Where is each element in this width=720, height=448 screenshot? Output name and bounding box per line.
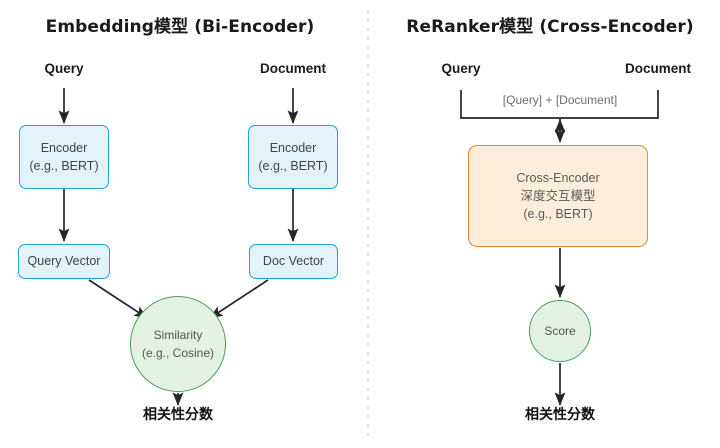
query-vector-box[interactable]: Query Vector [18,244,110,279]
score-node[interactable]: Score [529,300,591,362]
similarity-node[interactable]: Similarity (e.g., Cosine) [130,296,226,392]
left-panel-title: Embedding模型 (Bi-Encoder) [45,17,315,37]
similarity-line1: Similarity [153,328,203,342]
right-panel-title: ReRanker模型 (Cross-Encoder) [406,17,694,37]
join-bracket [460,90,659,119]
left-input-query-label: Query [44,61,84,76]
arrow-query-vector-to-similarity [88,279,148,319]
query-encoder-line1: Encoder [40,140,88,155]
document-encoder-line1: Encoder [269,140,317,155]
similarity-line2: (e.g., Cosine) [141,346,215,360]
cross-encoder-line3: (e.g., BERT) [523,207,593,222]
score-label: Score [544,324,576,338]
right-output-label: 相关性分数 [525,407,595,423]
query-vector-label: Query Vector [27,254,101,269]
query-encoder-line2: (e.g., BERT) [29,159,99,173]
document-encoder-line2: (e.g., BERT) [258,159,328,173]
document-encoder-box[interactable]: Encoder (e.g., BERT) [248,125,338,189]
doc-vector-label: Doc Vector [262,254,325,269]
cross-encoder-line1: Cross-Encoder [516,170,600,185]
doc-vector-box[interactable]: Doc Vector [249,244,338,279]
query-encoder-box[interactable]: Encoder (e.g., BERT) [19,125,109,189]
join-label: [Query] + [Document] [502,93,618,107]
right-input-query-label: Query [441,61,481,76]
left-output-label: 相关性分数 [143,407,213,423]
right-input-document-label: Document [624,61,691,76]
left-input-document-label: Document [259,61,326,76]
cross-encoder-line2: 深度交互模型 [520,187,596,203]
arrow-doc-vector-to-similarity [209,279,269,319]
cross-encoder-box[interactable]: Cross-Encoder 深度交互模型 (e.g., BERT) [468,145,648,247]
